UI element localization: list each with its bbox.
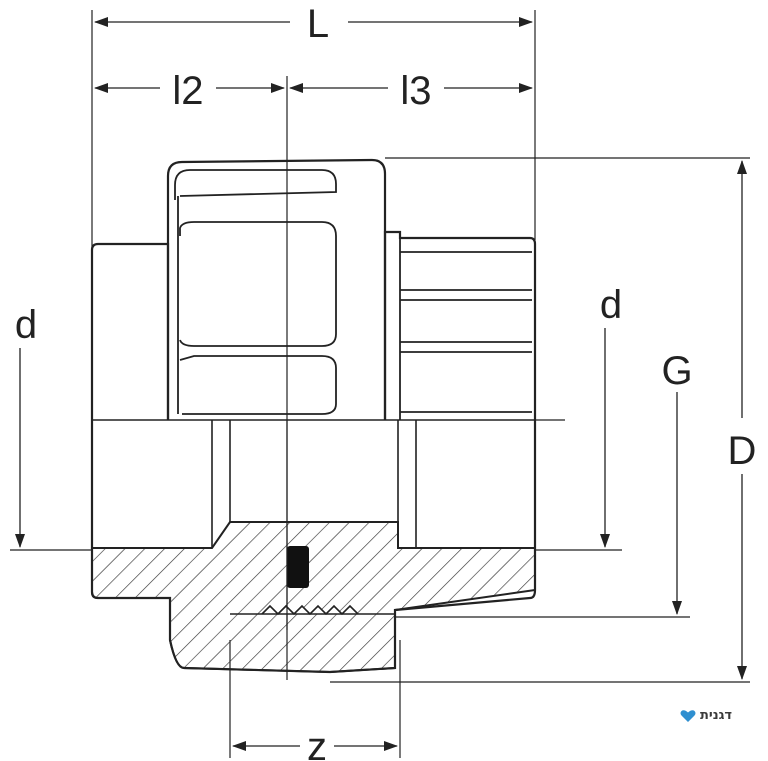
logo: דגנית <box>680 708 732 723</box>
bore-lines <box>92 419 535 548</box>
dim-label-d-right: d <box>600 283 622 327</box>
dim-label-l2: l2 <box>172 69 203 113</box>
seal-ring <box>287 546 309 588</box>
dim-label-G: G <box>661 349 692 393</box>
dim-label-d-left: d <box>15 303 37 347</box>
dimension-lines <box>15 17 747 751</box>
dim-label-L: L <box>307 2 329 46</box>
dim-label-l3: l3 <box>400 69 431 113</box>
dim-label-D: D <box>728 429 757 473</box>
logo-text: דגנית <box>700 708 733 723</box>
cross-section <box>91 521 536 674</box>
dim-label-z: z <box>307 725 327 761</box>
right-socket-ribs <box>399 238 532 420</box>
nut-ribs <box>174 169 337 415</box>
heart-icon <box>680 709 696 722</box>
